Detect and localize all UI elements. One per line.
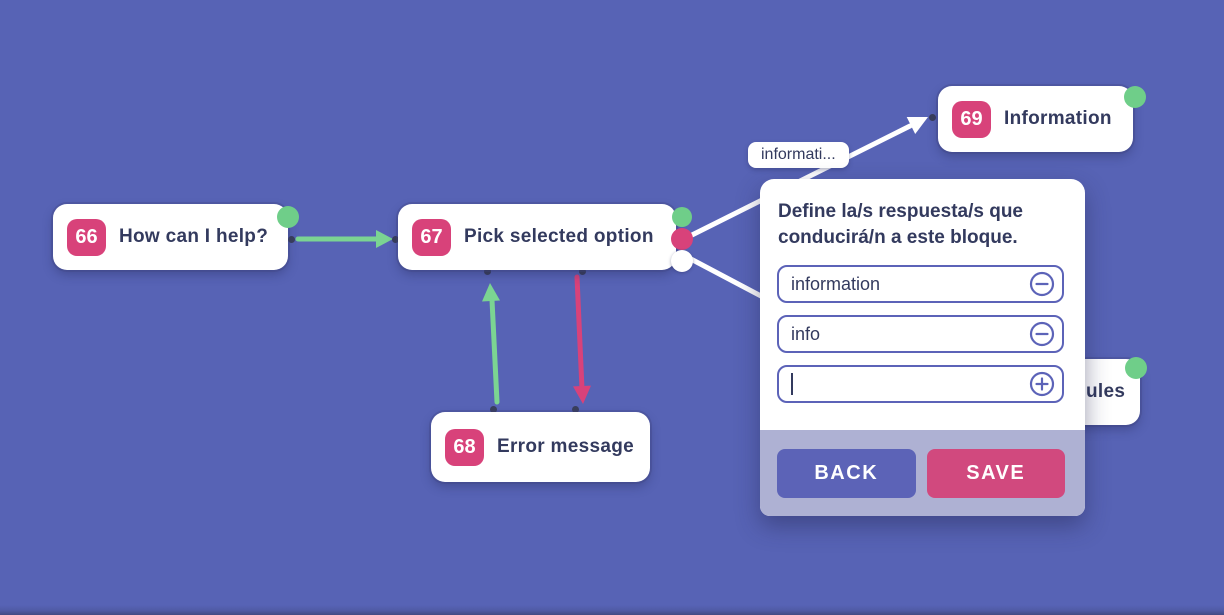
- node-label: Information: [1004, 108, 1112, 129]
- node-68-error-message[interactable]: 68 Error message: [431, 412, 650, 482]
- edge-67-to-68: [573, 274, 591, 404]
- node-label: Error message: [497, 436, 634, 457]
- port-node67-bottom-right: [579, 268, 586, 275]
- answer-input-new[interactable]: [777, 365, 1064, 404]
- port-node68-top-right: [572, 406, 579, 413]
- node-label: How can I help?: [119, 226, 269, 247]
- minus-circle-icon[interactable]: [1029, 321, 1055, 347]
- answer-input-2[interactable]: info: [777, 315, 1064, 354]
- node-69-information[interactable]: 69 Information: [938, 86, 1133, 152]
- save-button[interactable]: SAVE: [926, 448, 1065, 498]
- port-in-node69: [929, 114, 936, 121]
- edge-answers-label[interactable]: informati...: [748, 142, 849, 168]
- back-button[interactable]: BACK: [777, 448, 916, 498]
- port-node67-bottom-left: [484, 268, 491, 275]
- node-67-pick-selected-option[interactable]: 67 Pick selected option: [398, 204, 676, 270]
- connection-handle-green[interactable]: [672, 207, 692, 227]
- connection-handle-pink[interactable]: [671, 228, 693, 250]
- answers-dialog: Define la/s respuesta/s que conducirá/n …: [760, 179, 1085, 516]
- minus-circle-icon[interactable]: [1029, 271, 1055, 297]
- port-out-node66: [288, 236, 295, 243]
- answer-value: info: [791, 323, 821, 344]
- node-id-badge: 67: [412, 218, 451, 256]
- connection-handle-green[interactable]: [277, 206, 299, 228]
- edge-66-to-67: [295, 230, 393, 248]
- edge-68-to-67: [482, 283, 500, 405]
- text-cursor: [791, 373, 793, 396]
- node-label: ules: [1086, 381, 1126, 402]
- node-label: Pick selected option: [464, 226, 654, 247]
- answers-list: information info: [760, 257, 1085, 404]
- connection-handle-green[interactable]: [1125, 357, 1147, 379]
- connection-handle-green[interactable]: [1124, 86, 1146, 108]
- node-id-badge: 66: [67, 218, 106, 256]
- node-id-badge: 69: [952, 100, 991, 138]
- dialog-footer: BACK SAVE: [760, 430, 1085, 516]
- answer-input-1[interactable]: information: [777, 265, 1064, 304]
- dialog-title: Define la/s respuesta/s que conducirá/n …: [778, 201, 1023, 249]
- answer-value: information: [791, 273, 881, 294]
- port-in-node67-left: [392, 236, 399, 243]
- node-66-how-can-i-help[interactable]: 66 How can I help?: [53, 204, 288, 270]
- connection-handle-white[interactable]: [671, 250, 693, 272]
- plus-circle-icon[interactable]: [1029, 371, 1055, 397]
- node-id-badge: 68: [445, 428, 484, 466]
- port-node68-top-left: [490, 406, 497, 413]
